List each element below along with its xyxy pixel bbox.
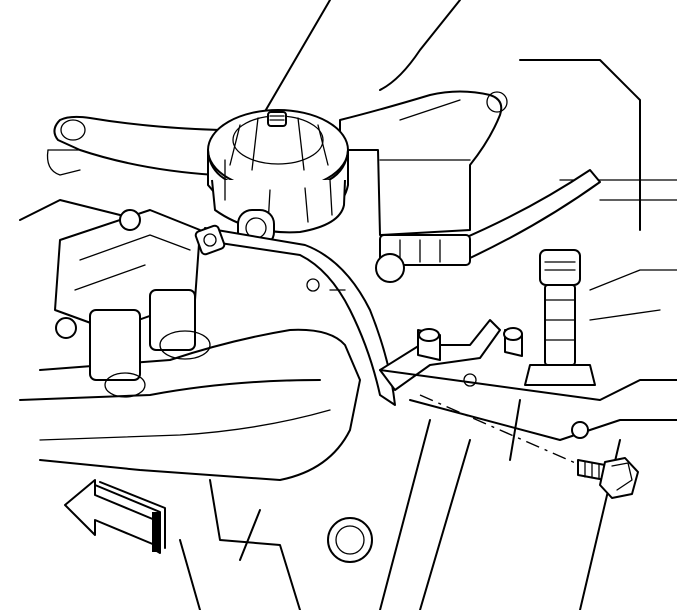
stud-icon: [524, 249, 596, 386]
air-pump-filter-icon: [207, 109, 349, 247]
engine-block-outline: [379, 269, 677, 610]
loose-bolt-icon: [577, 457, 639, 499]
bolt-icon: [417, 327, 523, 361]
hose-clamp-icon: [194, 224, 226, 256]
outlet-pipe-icon: [375, 169, 601, 283]
alignment-line: [419, 394, 581, 466]
outlet-hose-icon: [339, 90, 508, 236]
intake-manifold-outline: [19, 0, 677, 231]
cylinder-head-outline: [19, 328, 373, 610]
coil-pack-icon: [54, 209, 211, 398]
intake-hose-icon: [46, 115, 221, 176]
direction-arrow-icon: [64, 479, 166, 554]
